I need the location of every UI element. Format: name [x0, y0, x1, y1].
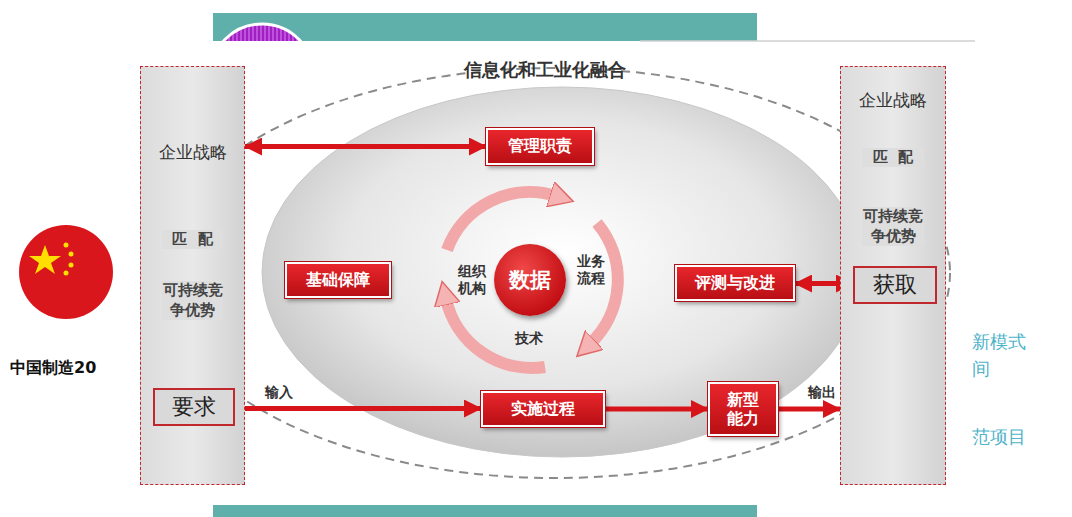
- cycle-label: 技术: [515, 330, 543, 348]
- process-box: 基础保障: [285, 262, 391, 298]
- process-box: 评测与改进: [675, 265, 795, 301]
- input-box: 要求: [153, 388, 235, 426]
- connector-arrow: [605, 407, 708, 412]
- text: 可持续竞争优势: [862, 207, 924, 246]
- cycle-label: 业务流程: [577, 253, 606, 287]
- text-row: 企业战略: [841, 89, 945, 112]
- box-text: 新型能力: [726, 390, 760, 428]
- text-row: 可持续竞争优势: [141, 281, 244, 320]
- box-text: 数据: [509, 266, 551, 294]
- rule: [640, 40, 975, 42]
- flag-icon: [19, 225, 113, 319]
- text: 匹配: [862, 148, 924, 167]
- strategy-column: 企业战略匹配可持续竞争优势要求: [140, 66, 245, 485]
- slide-text: 间: [972, 357, 990, 381]
- process-box: 新型能力: [708, 382, 778, 436]
- box-text: 获取: [873, 270, 917, 300]
- text: 匹配: [162, 230, 224, 249]
- strategy-column: 企业战略匹配可持续竞争优势获取: [840, 66, 946, 485]
- text-row: 企业战略: [141, 141, 244, 164]
- cycle-arrows: [446, 192, 618, 368]
- data-circle: 数据: [494, 244, 566, 316]
- text: 可持续竞争优势: [162, 281, 224, 320]
- text-row: 匹配: [841, 147, 945, 167]
- process-box: 管理职责: [486, 128, 594, 165]
- connector-arrow: [245, 144, 486, 149]
- box-text: 基础保障: [306, 270, 370, 291]
- outer-ellipse: [160, 68, 950, 478]
- text: 企业战略: [159, 141, 227, 164]
- box-text: 评测与改进: [695, 273, 775, 294]
- text: 企业战略: [859, 89, 927, 112]
- panel: [120, 41, 975, 505]
- inner-ellipse: [262, 87, 862, 457]
- edge-label: 输入: [265, 384, 293, 402]
- edge-label: 输出: [808, 384, 836, 402]
- connector-arrow: [778, 407, 840, 412]
- box-text: 要求: [172, 392, 216, 422]
- slide-text: 新模式: [972, 330, 1026, 354]
- connector-arrow: [235, 406, 481, 411]
- text-row: 可持续竞争优势: [841, 207, 945, 246]
- cycle-label: 组织机构: [458, 263, 487, 297]
- box-text: 管理职责: [508, 136, 572, 157]
- output-box: 获取: [853, 266, 937, 304]
- box-text: 实施过程: [511, 399, 575, 420]
- text-row: 匹配: [141, 229, 244, 249]
- process-box: 实施过程: [481, 391, 605, 427]
- slide-text: 中国制造20: [10, 358, 96, 379]
- slide-text: 范项目: [972, 425, 1026, 449]
